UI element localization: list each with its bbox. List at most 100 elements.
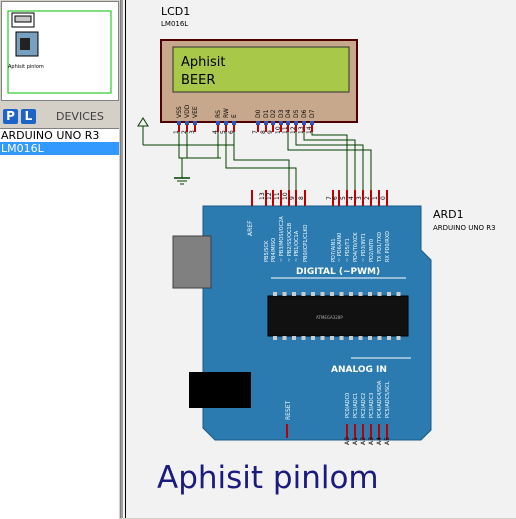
digital-pin-name: TX PD1/TXD xyxy=(377,232,383,263)
lcd-pin-marker xyxy=(279,121,283,125)
chip-leg xyxy=(368,336,372,340)
lcd-pin-number: 13 xyxy=(298,126,305,134)
lcd-pin-number: 1 xyxy=(173,130,180,134)
chip-leg xyxy=(377,336,382,340)
chip-leg xyxy=(396,292,401,296)
digital-pin-number: 2 xyxy=(364,196,371,200)
digital-pin-name: PB0/ICP1/CLKO xyxy=(303,225,309,262)
digital-pin-name: PD2/INT0 xyxy=(369,239,375,262)
lcd-pin-marker xyxy=(302,121,306,125)
device-list[interactable]: ARDUINO UNO R3 LM016L xyxy=(0,128,119,519)
chip-leg xyxy=(311,292,315,296)
lcd-pin-marker xyxy=(185,121,189,125)
chip-leg xyxy=(301,292,306,296)
analog-pin-number: A5 xyxy=(384,437,391,445)
analog-label: ANALOG IN xyxy=(331,365,387,375)
lcd-pin-number: 14 xyxy=(306,126,313,134)
chip-leg xyxy=(273,336,277,340)
lcd-pin-name: D7 xyxy=(309,109,316,118)
lcd-pin-marker xyxy=(256,121,260,125)
lcd-screen xyxy=(172,46,350,93)
ground-symbol xyxy=(174,158,190,185)
chip-leg xyxy=(358,292,363,296)
digital-pin-number: 12 xyxy=(266,192,273,200)
lcd-pin-number: 11 xyxy=(282,126,289,134)
lcd-pin-name: D0 xyxy=(255,109,262,118)
reset-label: RESET xyxy=(285,400,292,420)
lcd-pin-name: D4 xyxy=(285,109,292,118)
digital-pin-name: PB4/MISO xyxy=(271,238,277,262)
lcd-part: LM016L xyxy=(161,20,188,28)
lcd-pin-number: 3 xyxy=(189,130,196,134)
chip-leg xyxy=(358,336,363,340)
lcd-pin-name: VEE xyxy=(192,106,199,118)
chip-leg xyxy=(349,336,353,340)
devices-label: DEVICES xyxy=(56,110,104,123)
digital-pin-number: 5 xyxy=(340,196,347,200)
digital-pin-name: ~ PB2/SS/OC1B xyxy=(287,222,293,262)
analog-pin-number: A2 xyxy=(360,437,367,445)
lcd-pin-number: 9 xyxy=(267,130,274,134)
analog-pin-name: PC5/ADC5/SCL xyxy=(385,381,391,418)
lcd-pin-number: 4 xyxy=(212,130,219,134)
chip-leg xyxy=(311,336,315,340)
digital-pin-name: PD4/T0/XCK xyxy=(353,232,359,262)
digital-pin-number: 7 xyxy=(326,196,333,200)
analog-pin-number: A1 xyxy=(352,437,359,445)
sheet-edge xyxy=(125,0,126,518)
analog-header: PC0/ADC0A0PC1/ADC1A1PC2/ADC2A2PC3/ADC3A3… xyxy=(344,380,391,445)
lcd-pin-name: VDD xyxy=(184,104,191,118)
digital-pin-number: 6 xyxy=(332,196,339,200)
chip-leg xyxy=(282,292,287,296)
lcd-pin-marker xyxy=(193,121,197,125)
lcd-line2: BEER xyxy=(181,73,215,88)
overview-map: Aphisit pinlom xyxy=(7,10,112,94)
chip-leg xyxy=(396,336,401,340)
lcd-pin-number: 5 xyxy=(220,130,227,134)
chip-leg xyxy=(377,292,382,296)
chip-leg xyxy=(320,292,325,296)
wires xyxy=(143,132,372,192)
digital-pin-name: ~ PB3/MOSI/OC2A xyxy=(279,216,285,262)
overview-window[interactable]: Aphisit pinlom xyxy=(1,1,119,101)
lcd-pin-name: D2 xyxy=(270,109,277,118)
chip-leg xyxy=(273,292,277,296)
lcd-line1: Aphisit xyxy=(181,55,225,70)
device-item-lm016l[interactable]: LM016L xyxy=(0,142,119,155)
lcd-pin-name: D6 xyxy=(301,109,308,118)
lcd-pin-name: RS xyxy=(215,110,222,118)
overview-caption: Aphisit pinlom xyxy=(8,64,44,70)
lcd-pin-name: E xyxy=(231,114,238,118)
digital-pin-number: 13 xyxy=(259,192,266,200)
analog-pin-name: PC2/ADC2 xyxy=(361,393,367,418)
lcd-pin-name: RW xyxy=(223,108,230,118)
arduino-part: ARDUINO UNO R3 xyxy=(433,224,496,232)
power-symbol xyxy=(137,117,149,145)
analog-pin-number: A0 xyxy=(344,437,351,445)
digital-label: DIGITAL (~PWM) xyxy=(296,267,380,277)
pick-devices-button[interactable]: P xyxy=(3,109,18,124)
digital-pin-number: 4 xyxy=(348,196,355,200)
lcd-pin-marker xyxy=(216,121,220,125)
device-item-arduino[interactable]: ARDUINO UNO R3 xyxy=(1,129,100,142)
lcd-pin-marker xyxy=(177,121,181,125)
digital-pin-name: ~ PD5/T1 xyxy=(345,238,351,262)
chip-leg xyxy=(339,336,344,340)
lcd-pin-name: D1 xyxy=(263,109,270,118)
digital-pin-name: RX PD0/RXD xyxy=(385,231,391,262)
sheet-caption: Aphisit pinlom xyxy=(157,460,379,496)
analog-pin-name: PC1/ADC1 xyxy=(353,393,359,418)
chip-leg xyxy=(387,292,391,296)
library-button[interactable]: L xyxy=(21,109,36,124)
lcd-pin-marker xyxy=(294,121,298,125)
schematic-drawing: LCD1 LM016L Aphisit BEER VSS1VDD2VEE3RS4… xyxy=(137,5,496,496)
chip-leg xyxy=(387,336,391,340)
digital-pin-name: PD7/AIN1 xyxy=(331,238,337,262)
lcd-pin-marker xyxy=(232,121,236,125)
left-panel: Aphisit pinlom P L DEVICES ARDUINO UNO R… xyxy=(0,0,121,519)
chip-leg xyxy=(301,336,306,340)
lcd-pin-number: 6 xyxy=(228,130,235,134)
chip-leg xyxy=(368,292,372,296)
